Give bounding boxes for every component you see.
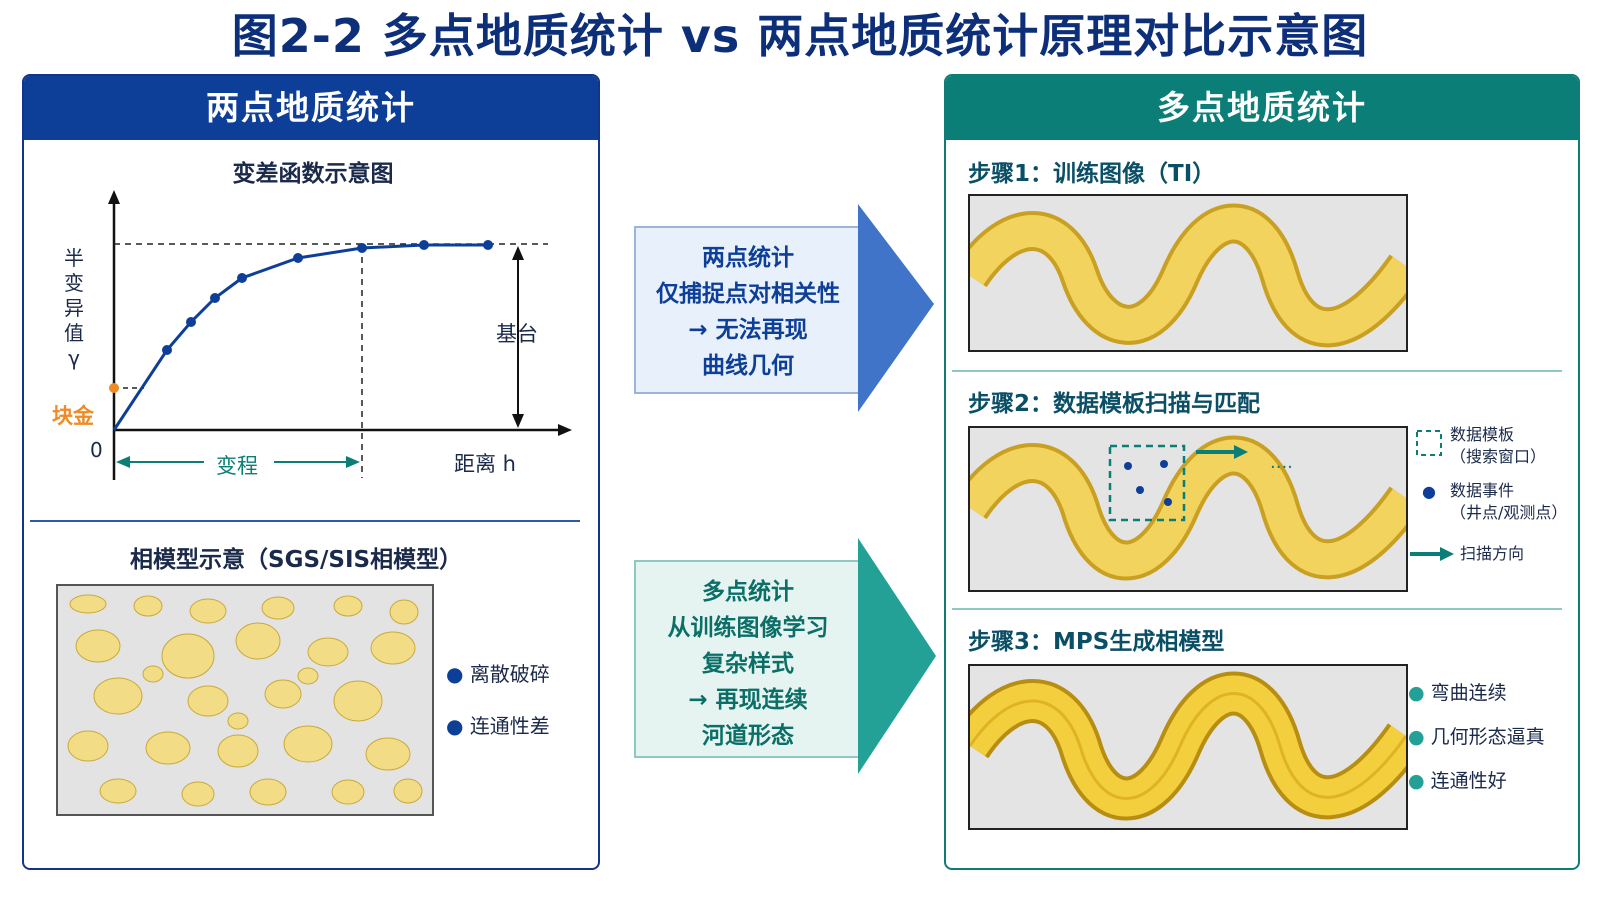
data-point bbox=[162, 345, 172, 355]
bullet-realistic-geometry: ● 几何形态逼真 bbox=[1408, 726, 1545, 748]
variogram-chart bbox=[108, 190, 572, 480]
step3-title: 步骤3：MPS生成相模型 bbox=[968, 629, 1225, 655]
bullet-text: 弯曲连续 bbox=[1430, 682, 1507, 704]
legend-template-sub: （搜索窗口） bbox=[1450, 447, 1547, 466]
data-point bbox=[293, 253, 303, 263]
event-legend-icon: ● bbox=[1422, 482, 1436, 501]
two-point-summary-box: 两点统计 仅捕捉点对相关性 → 无法再现 曲线几何 bbox=[634, 226, 862, 394]
facies-title: 相模型示意（SGS/SIS相模型） bbox=[130, 547, 463, 573]
data-point bbox=[186, 317, 196, 327]
right-divider-1 bbox=[952, 370, 1562, 372]
range-label: 变程 bbox=[216, 454, 258, 478]
legend-event: 数据事件 （井点/观测点） bbox=[1450, 480, 1567, 524]
summary-line: 两点统计 bbox=[702, 245, 794, 271]
summary-line: 多点统计 bbox=[702, 579, 794, 605]
bullet-good-connectivity: ● 连通性好 bbox=[1408, 770, 1507, 792]
blue-arrow-head bbox=[858, 204, 934, 412]
bullet-text: 连通性差 bbox=[469, 714, 550, 738]
x-axis-label: 距离 h bbox=[454, 452, 516, 476]
y-axis-label: 半 变 异 值 γ bbox=[64, 246, 84, 370]
legend-event-sub: （井点/观测点） bbox=[1450, 503, 1568, 522]
sgs-facies-image bbox=[56, 584, 434, 816]
bullet-text: 连通性好 bbox=[1430, 770, 1507, 792]
right-divider-2 bbox=[952, 608, 1562, 610]
legend-event-text: 数据事件 bbox=[1450, 481, 1515, 500]
summary-line: 曲线几何 bbox=[702, 353, 794, 379]
bullet-text: 几何形态逼真 bbox=[1430, 726, 1545, 748]
legend-template: 数据模板 （搜索窗口） bbox=[1450, 424, 1546, 468]
bullet-curved-continuous: ● 弯曲连续 bbox=[1408, 682, 1507, 704]
multi-point-summary-box: 多点统计 从训练图像学习 复杂样式 → 再现连续 河道形态 bbox=[634, 560, 862, 758]
data-point bbox=[210, 293, 220, 303]
teal-arrow-head bbox=[858, 538, 936, 774]
variogram-title: 变差函数示意图 bbox=[232, 161, 394, 187]
summary-line: 河道形态 bbox=[702, 723, 794, 749]
step2-title: 步骤2：数据模板扫描与匹配 bbox=[968, 391, 1261, 417]
data-template-box bbox=[1108, 444, 1186, 522]
nugget-point bbox=[109, 383, 119, 393]
summary-line: 从训练图像学习 bbox=[667, 615, 829, 641]
bullet-poor-connectivity: ● 连通性差 bbox=[446, 714, 550, 738]
multi-point-panel: 多点地质统计 步骤1：训练图像（TI） 步骤2：数据模板扫描与匹配 .... 数… bbox=[944, 74, 1580, 870]
data-point bbox=[419, 240, 429, 250]
data-point bbox=[237, 273, 247, 283]
variogram-curve bbox=[112, 243, 488, 431]
sill-label: 基台 bbox=[496, 322, 538, 346]
data-point bbox=[357, 243, 367, 253]
origin-label: 0 bbox=[90, 438, 103, 462]
x-axis-arrow bbox=[558, 424, 572, 436]
template-scan-image: .... bbox=[953, 426, 1423, 592]
summary-line: → 无法再现 bbox=[688, 317, 808, 343]
two-point-header: 两点地质统计 bbox=[24, 76, 598, 140]
summary-line: → 再现连续 bbox=[688, 687, 808, 713]
mps-result-image bbox=[951, 664, 1425, 830]
step1-title: 步骤1：训练图像（TI） bbox=[968, 161, 1216, 187]
bullet-discrete: ● 离散破碎 bbox=[446, 662, 550, 686]
summary-line: 复杂样式 bbox=[702, 651, 794, 677]
svg-text:....: .... bbox=[1270, 452, 1293, 473]
scattered-facies-blobs bbox=[67, 594, 423, 807]
scan-legend-arrow bbox=[1410, 547, 1454, 561]
nugget-label: 块金 bbox=[52, 404, 94, 428]
template-legend-icon bbox=[1416, 430, 1442, 456]
variogram-points bbox=[162, 240, 493, 355]
legend-scan: 扫描方向 bbox=[1460, 544, 1525, 563]
summary-line: 仅捕捉点对相关性 bbox=[656, 281, 840, 307]
page-title: 图2-2 多点地质统计 vs 两点地质统计原理对比示意图 bbox=[231, 9, 1369, 63]
bullet-text: 离散破碎 bbox=[469, 662, 550, 686]
multi-point-header: 多点地质统计 bbox=[946, 76, 1578, 140]
left-divider bbox=[30, 520, 580, 522]
y-axis-arrow bbox=[108, 190, 120, 204]
legend-template-text: 数据模板 bbox=[1450, 425, 1515, 444]
data-point bbox=[483, 240, 493, 250]
two-point-panel: 两点地质统计 变差函数示意图 bbox=[22, 74, 600, 870]
training-image bbox=[953, 194, 1423, 352]
